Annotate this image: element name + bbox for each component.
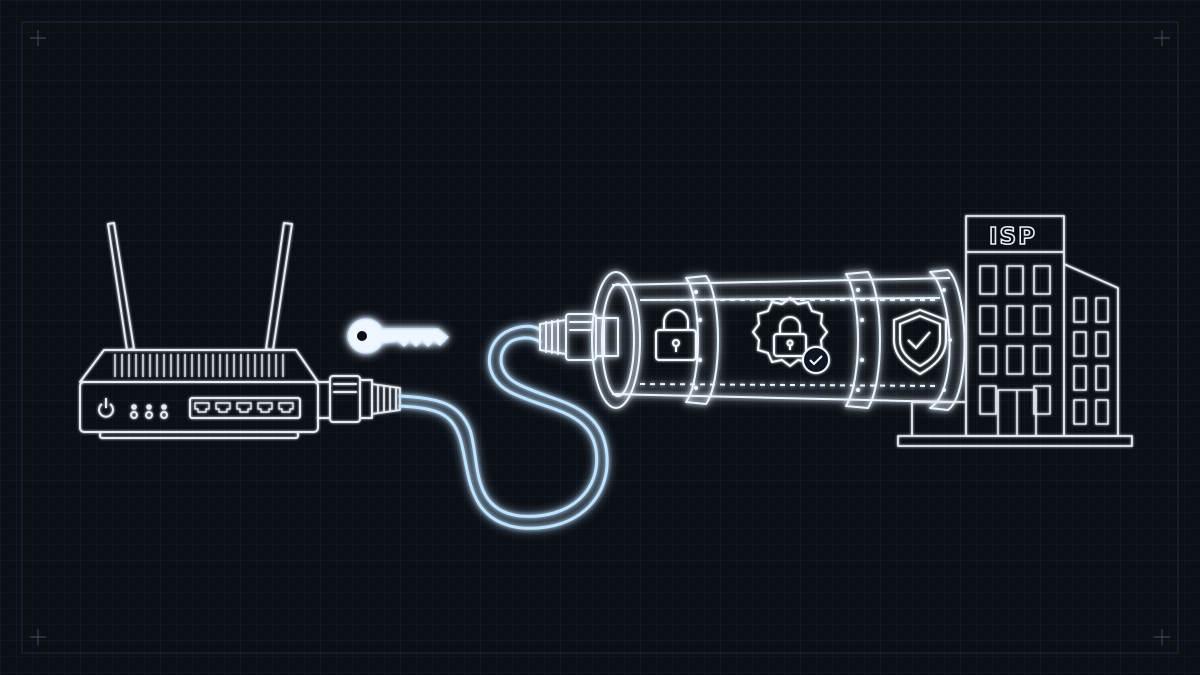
ethernet-cable-icon — [317, 313, 619, 530]
encrypted-tunnel-icon — [591, 269, 966, 411]
padlock-icon — [655, 309, 697, 361]
shield-check-icon — [893, 308, 947, 376]
router-icon — [79, 222, 319, 439]
corner-marks — [21, 21, 1179, 654]
isp-label: ISP — [989, 224, 1037, 250]
key-icon — [347, 318, 450, 354]
verified-lock-badge-icon — [751, 296, 830, 374]
isp-building-icon — [897, 215, 1133, 447]
